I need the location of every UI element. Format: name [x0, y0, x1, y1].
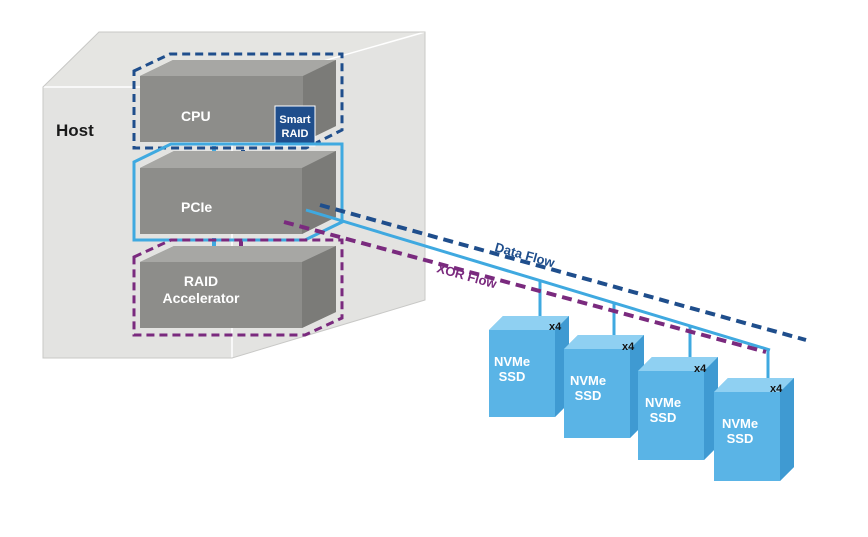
cpu-label: CPU — [181, 108, 211, 124]
smart-raid-line2: RAID — [282, 128, 309, 140]
ssd-3-line2: SSD — [650, 410, 677, 425]
pcie-block: PCIe — [132, 142, 344, 242]
ssd-2-line1: NVMe — [570, 373, 606, 388]
raid-accelerator-line2: Accelerator — [162, 290, 240, 306]
data-flow-label: Data Flow — [493, 239, 557, 270]
ssd-2-line2: SSD — [575, 388, 602, 403]
nvme-ssd-4: NVMe SSD x4 — [714, 378, 794, 481]
ssd-1-lanes: x4 — [549, 321, 562, 333]
nvme-ssd-3: NVMe SSD x4 — [638, 357, 718, 460]
cpu-block: CPU Smart RAID — [132, 52, 344, 150]
nvme-ssd-2: NVMe SSD x4 — [564, 335, 644, 438]
ssd-1-line2: SSD — [499, 369, 526, 384]
ssd-4-line2: SSD — [727, 431, 754, 446]
ssd-4-lanes: x4 — [770, 383, 783, 395]
pcie-label: PCIe — [181, 199, 212, 215]
smart-raid-line1: Smart — [279, 114, 311, 126]
host-label: Host — [56, 121, 94, 140]
ssd-3-line1: NVMe — [645, 395, 681, 410]
ssd-1-line1: NVMe — [494, 354, 530, 369]
ssd-2-lanes: x4 — [622, 341, 635, 353]
raid-accelerator-block: RAID Accelerator — [132, 238, 344, 337]
ssd-4-line1: NVMe — [722, 416, 758, 431]
smart-raid-badge: Smart RAID — [274, 105, 316, 147]
ssd-3-lanes: x4 — [694, 363, 707, 375]
raid-accelerator-line1: RAID — [184, 273, 218, 289]
nvme-ssd-1: NVMe SSD x4 — [489, 316, 569, 417]
